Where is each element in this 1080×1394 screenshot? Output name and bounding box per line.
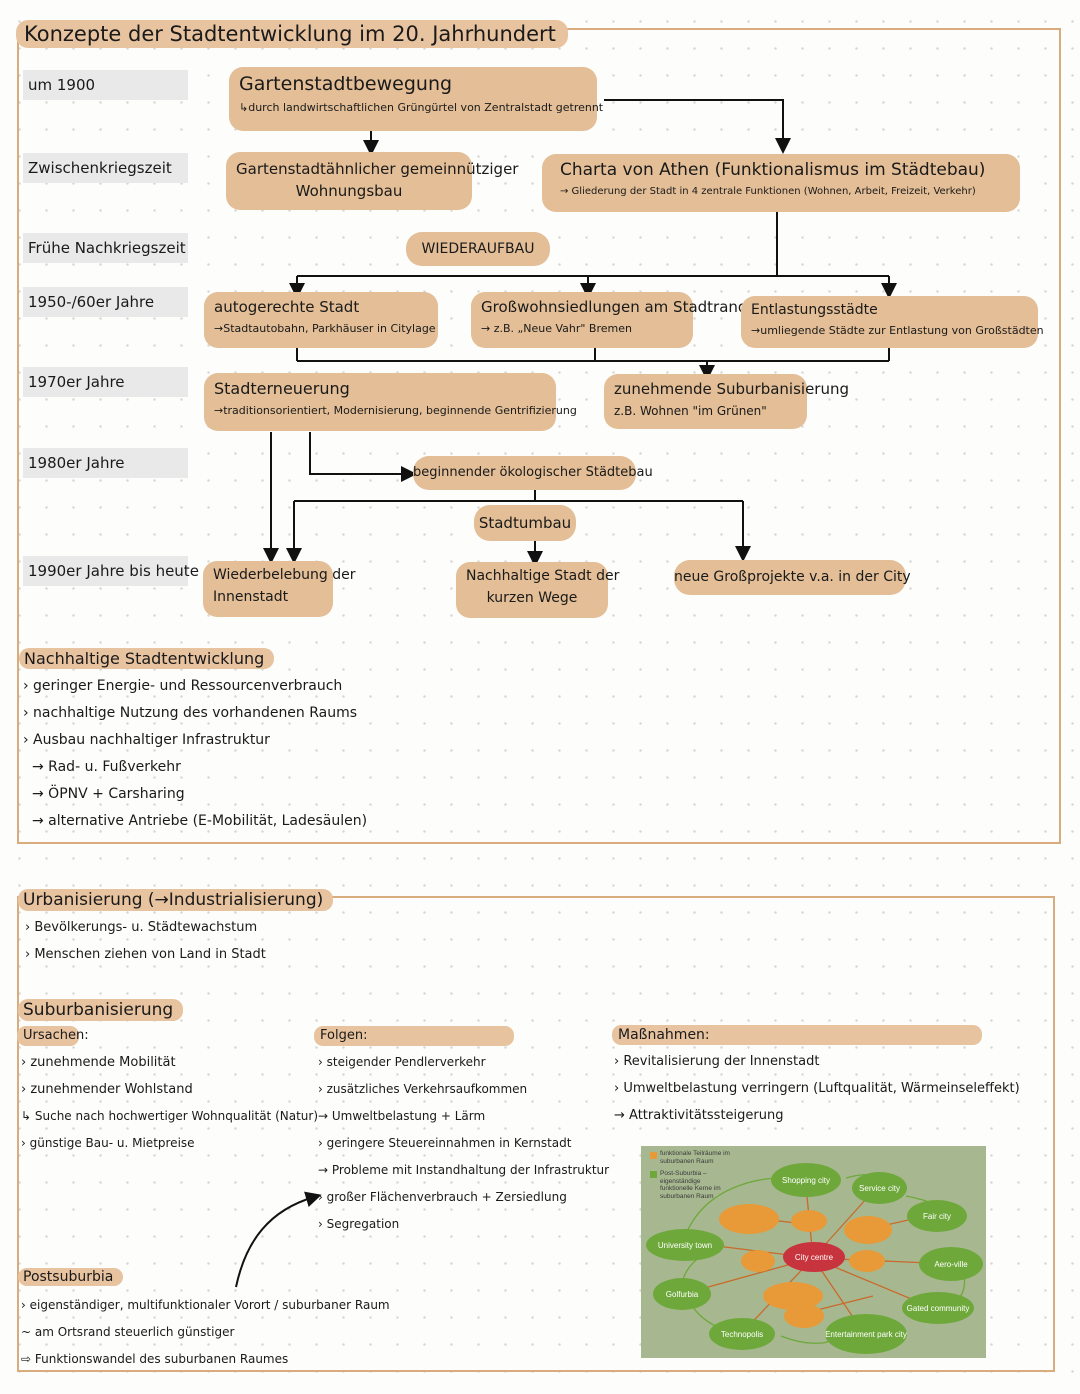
box-sub: →umliegende Städte zur Entlastung von Gr… [751,324,1044,337]
suburban-area [849,1250,885,1272]
suburban-area [791,1210,827,1232]
ursachen-item: › zunehmende Mobilität [21,1055,176,1070]
folgen-heading: Folgen: [314,1026,514,1046]
ursachen-item: › zunehmender Wohlstand [21,1082,193,1097]
nachhaltige-item: → Rad- u. Fußverkehr [32,759,181,775]
legend-label: Post-Suburbia – eigenständige funktionel… [660,1170,721,1200]
urbanisierung-heading: Urbanisierung (→Industrialisierung) [18,889,334,911]
postsuburbia-item: ~ am Ortsrand steuerlich günstiger [21,1325,235,1339]
postsuburbia-figure: funktionale Teilräume im suburbanen Raum… [641,1146,986,1358]
node-service-city: Service city [852,1172,907,1204]
node-fair-city: Fair city [907,1200,967,1232]
folgen-item: › großer Flächenverbrauch + Zersiedlung [318,1190,567,1204]
box-line: Gartenstadtähnlicher gemeinnütziger [236,160,519,178]
box-line: Wiederbelebung der [213,567,356,583]
box-nachhaltige-stadt: Nachhaltige Stadt der kurzen Wege [456,562,620,618]
box-title: Großwohnsiedlungen am Stadtrand [481,298,748,316]
box-autogerechte-stadt: autogerechte Stadt →Stadtautobahn, Parkh… [204,292,438,348]
suburban-area [844,1216,892,1244]
folgen-item: › zusätzliches Verkehrsaufkommen [318,1082,528,1096]
box-line: kurzen Wege [486,590,578,606]
ursachen-item: › günstige Bau- u. Mietpreise [21,1136,195,1150]
box-entlastungsstaedte: Entlastungsstädte →umliegende Städte zur… [741,296,1044,348]
nachhaltige-item: → ÖPNV + Carsharing [32,786,185,802]
box-title: autogerechte Stadt [214,298,360,316]
box-gartenstadtbewegung: Gartenstadtbewegung ↳durch landwirtschaf… [229,67,604,131]
node-entertainment-park-city: Entertainment park city [825,1314,907,1354]
suburban-area [741,1250,775,1272]
box-title: Gartenstadtbewegung [239,73,453,95]
box-zunehmende-suburbanisierung: zunehmende Suburbanisierung z.B. Wohnen … [604,374,850,429]
urbanisierung-item: › Menschen ziehen von Land in Stadt [25,947,266,962]
nachhaltige-item: › Ausbau nachhaltiger Infrastruktur [23,732,270,748]
box-charta-von-athen: Charta von Athen (Funktionalismus im Stä… [542,154,1020,212]
box-line: Wohnungsbau [295,182,403,200]
box-stadtumbau: Stadtumbau [474,505,576,541]
box-wiederbelebung: Wiederbelebung der Innenstadt [203,561,356,617]
box-title: zunehmende Suburbanisierung [614,380,850,398]
nachhaltige-item: → alternative Antriebe (E-Mobilität, Lad… [32,813,368,829]
node-shopping-city: Shopping city [771,1163,841,1197]
era-label: um 1900 [23,70,188,100]
folgen-item: › Segregation [318,1217,400,1231]
node-university-town: University town [646,1229,724,1261]
box-grossprojekte: neue Großprojekte v.a. in der City [674,560,911,595]
box-stadterneuerung: Stadterneuerung →traditionsorientiert, M… [204,373,577,431]
box-sub: → Gliederung der Stadt in 4 zentrale Fun… [560,186,976,197]
massnahmen-heading: Maßnahmen: [612,1025,982,1045]
era-label: Frühe Nachkriegszeit [23,233,188,263]
box-oekologischer-staedtebau: beginnender ökologischer Städtebau [413,456,653,490]
era-label: 1990er Jahre bis heute [23,556,199,586]
box-line: Nachhaltige Stadt der [466,568,620,584]
era-label: 1970er Jahre [23,367,188,397]
box-sub: → z.B. „Neue Vahr" Bremen [481,322,632,335]
section1-title: Konzepte der Stadtentwicklung im 20. Jah… [16,20,568,48]
box-sub: z.B. Wohnen "im Grünen" [614,404,767,418]
era-label: 1980er Jahre [23,448,188,478]
box-title: Stadterneuerung [214,379,350,398]
box-title: Charta von Athen (Funktionalismus im Stä… [560,160,986,180]
suburban-area [719,1204,779,1234]
box-gartenstadtaehnlich: Gartenstadtähnlicher gemeinnütziger Wohn… [226,152,519,210]
massnahmen-item: › Umweltbelastung verringern (Luftqualit… [614,1081,1020,1096]
node-aero-ville: Aero-ville [919,1247,983,1281]
node-technopolis: Technopolis [709,1318,775,1350]
box-line: Innenstadt [213,589,289,605]
node-golfurbia: Golfurbia [653,1278,711,1310]
ursachen-heading: Ursachen: [17,1026,89,1046]
box-sub: ↳durch landwirtschaftlichen Grüngürtel v… [239,101,604,114]
legend-orange-swatch [650,1152,657,1159]
node-gated-community: Gated community [902,1292,974,1324]
nachhaltige-item: › geringer Energie- und Ressourcenverbra… [23,678,343,694]
postsuburbia-item: › eigenständiger, multifunktionaler Voro… [21,1298,390,1312]
suburbanisierung-heading: Suburbanisierung [18,999,184,1021]
box-sub: →Stadtautobahn, Parkhäuser in Citylage [214,322,436,335]
box-sub: →traditionsorientiert, Modernisierung, b… [214,404,577,417]
box-grosswohnsiedlungen: Großwohnsiedlungen am Stadtrand → z.B. „… [471,292,748,348]
folgen-item: › geringere Steuereinnahmen in Kernstadt [318,1136,572,1150]
legend-label: funktionale Teilräume im suburbanen Raum [660,1150,730,1165]
era-label: 1950-/60er Jahre [23,287,188,317]
suburban-area [784,1304,824,1328]
massnahmen-item: › Revitalisierung der Innenstadt [614,1054,820,1069]
ursachen-item: ↳ Suche nach hochwertiger Wohnqualität (… [21,1109,319,1123]
postsuburbia-heading: Postsuburbia [18,1268,124,1286]
massnahmen-item: → Attraktivitätssteigerung [614,1108,784,1123]
era-label: Zwischenkriegszeit [23,153,188,183]
folgen-item: › steigender Pendlerverkehr [318,1055,486,1069]
legend-green-swatch [650,1171,657,1178]
folgen-item: → Probleme mit Instandhaltung der Infras… [318,1163,610,1177]
postsuburbia-item: ⇨ Funktionswandel des suburbanen Raumes [21,1352,289,1366]
section2-frame [17,896,1055,1372]
node-city-centre: City centre [783,1242,845,1272]
urbanisierung-item: › Bevölkerungs- u. Städtewachstum [25,920,258,935]
box-wiederaufbau: WIEDERAUFBAU [406,232,550,266]
box-title: Entlastungsstädte [751,302,878,318]
nachhaltige-heading: Nachhaltige Stadtentwicklung [19,648,275,669]
folgen-item: → Umweltbelastung + Lärm [318,1109,486,1123]
nachhaltige-item: › nachhaltige Nutzung des vorhandenen Ra… [23,705,358,721]
